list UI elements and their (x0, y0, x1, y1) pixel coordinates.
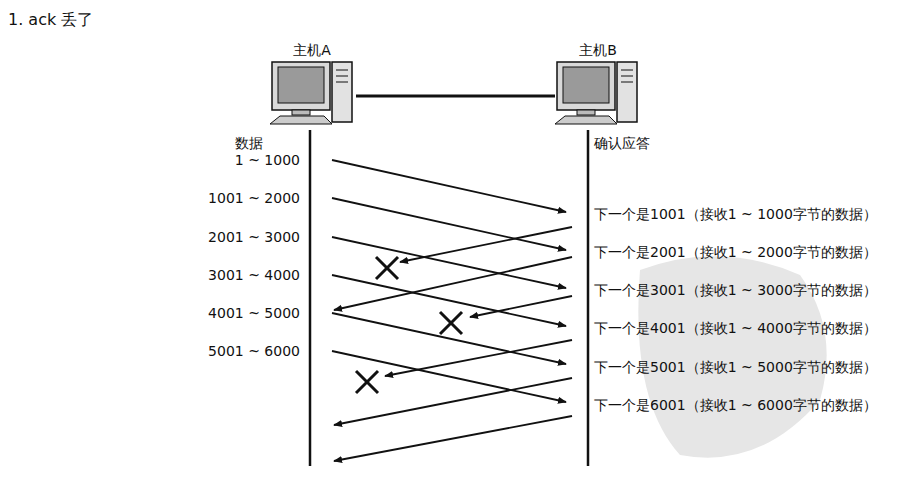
data-range: 4001 ~ 5000 (208, 305, 300, 322)
data-range: 5001 ~ 6000 (208, 343, 300, 360)
data-range: 2001 ~ 3000 (208, 229, 300, 246)
loss-marks (356, 257, 462, 393)
data-arrows (332, 160, 566, 402)
ack-text: 下一个是5001（接收1 ~ 5000字节的数据） (594, 359, 877, 376)
host-label: 主机B (555, 42, 641, 60)
host-computer: 主机B (555, 40, 641, 128)
heading: 1. ack 丢了 (8, 10, 93, 29)
timeline-a (309, 130, 312, 466)
timeline-b (587, 130, 590, 466)
column-heading: 数据 (235, 135, 263, 152)
host-label: 主机A (268, 42, 356, 60)
data-range: 3001 ~ 4000 (208, 267, 300, 284)
column-heading: 确认应答 (594, 135, 650, 152)
ack-text: 下一个是4001（接收1 ~ 4000字节的数据） (594, 320, 877, 337)
host-computer: 主机A (268, 40, 356, 128)
ack-text: 下一个是3001（接收1 ~ 3000字节的数据） (594, 282, 877, 299)
ack-text: 下一个是1001（接收1 ~ 1000字节的数据） (594, 206, 877, 223)
ack-text: 下一个是6001（接收1 ~ 6000字节的数据） (594, 397, 877, 414)
ack-text: 下一个是2001（接收1 ~ 2000字节的数据） (594, 244, 877, 261)
ack-arrows (334, 227, 572, 461)
network-cable (356, 95, 555, 98)
data-range: 1 ~ 1000 (235, 152, 300, 169)
data-range: 1001 ~ 2000 (208, 190, 300, 207)
